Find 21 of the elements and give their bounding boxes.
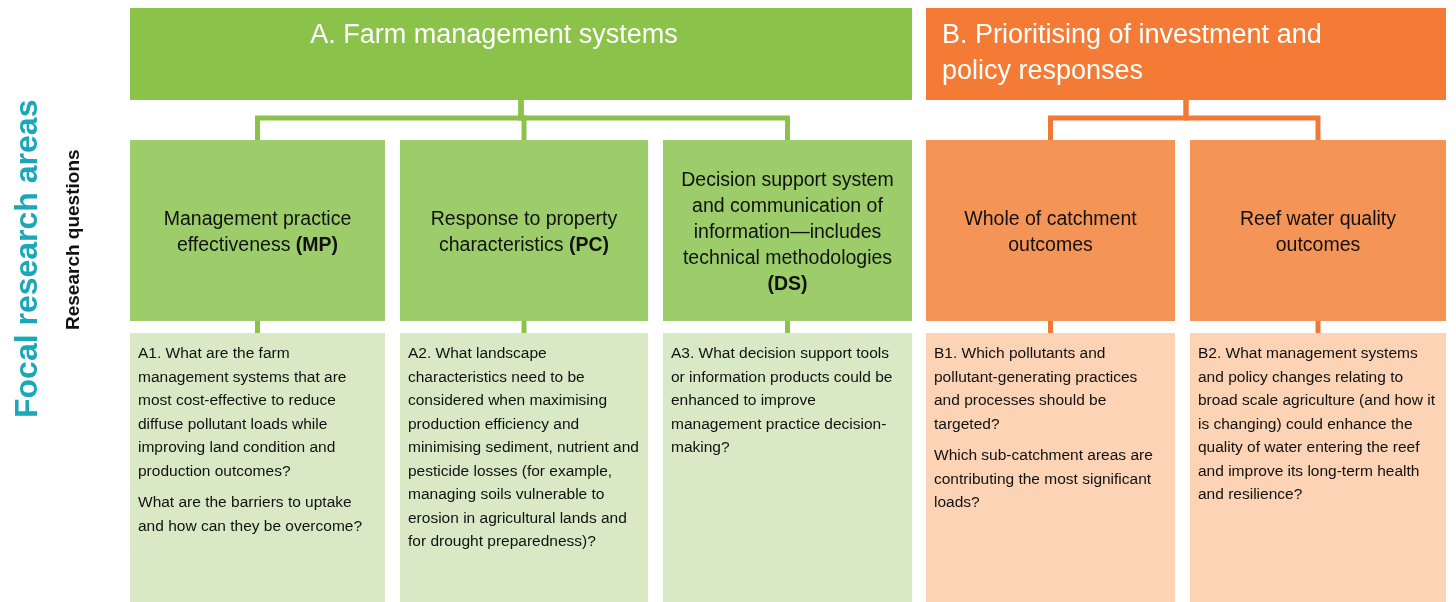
question-box: A1. What are the farm management systems that are most cost-effective to reduce diffuse pollutant loads while improving land condition and production outcomes? What are the barriers to uptake and how can they be overcome?	[130, 333, 385, 602]
question-box: A2. What landscape characteristics need to be considered when maximising production efficiency and minimising sediment, nutrient and pesticide losses (for example, managing soils vulnerable to erosion in agricultural lands and for drought preparedness)?	[400, 333, 648, 602]
research-area-box: Response to property characteristics (PC)	[400, 140, 648, 321]
connector-line	[1315, 321, 1321, 333]
connector-line	[1183, 100, 1321, 140]
connector-line	[785, 321, 790, 333]
question-box: B1. Which pollutants and pollutant-generating practices and processes should be targeted? Which sub-catchment areas are contributing the most significant loads?	[926, 333, 1175, 602]
research-area-box: Whole of catchment outcomes	[926, 140, 1175, 321]
research-area-box: Decision support system and communication of information—includes technical methodologies (DS)	[663, 140, 912, 321]
heading-banner: B. Prioritising of investment and policy responses	[926, 8, 1446, 100]
connector-line	[255, 321, 260, 333]
connector-line	[1048, 321, 1053, 333]
heading-banner: A. Farm management systems	[130, 8, 912, 100]
research-area-box: Management practice effectiveness (MP)	[130, 140, 385, 321]
focal-research-areas-title: Focal research areas	[8, 99, 45, 418]
connector-line	[521, 321, 527, 333]
question-box: B2. What management systems and policy changes relating to broad scale agriculture (and how it is changing) could enhance the quality of water entering the reef and improve its long-term health and resilience?	[1190, 333, 1446, 602]
connector-line	[518, 100, 790, 140]
research-questions-label: Research questions	[62, 149, 84, 330]
question-box: A3. What decision support tools or information products could be enhanced to improve management practice decision-making?	[663, 333, 912, 602]
research-area-box: Reef water quality outcomes	[1190, 140, 1446, 321]
